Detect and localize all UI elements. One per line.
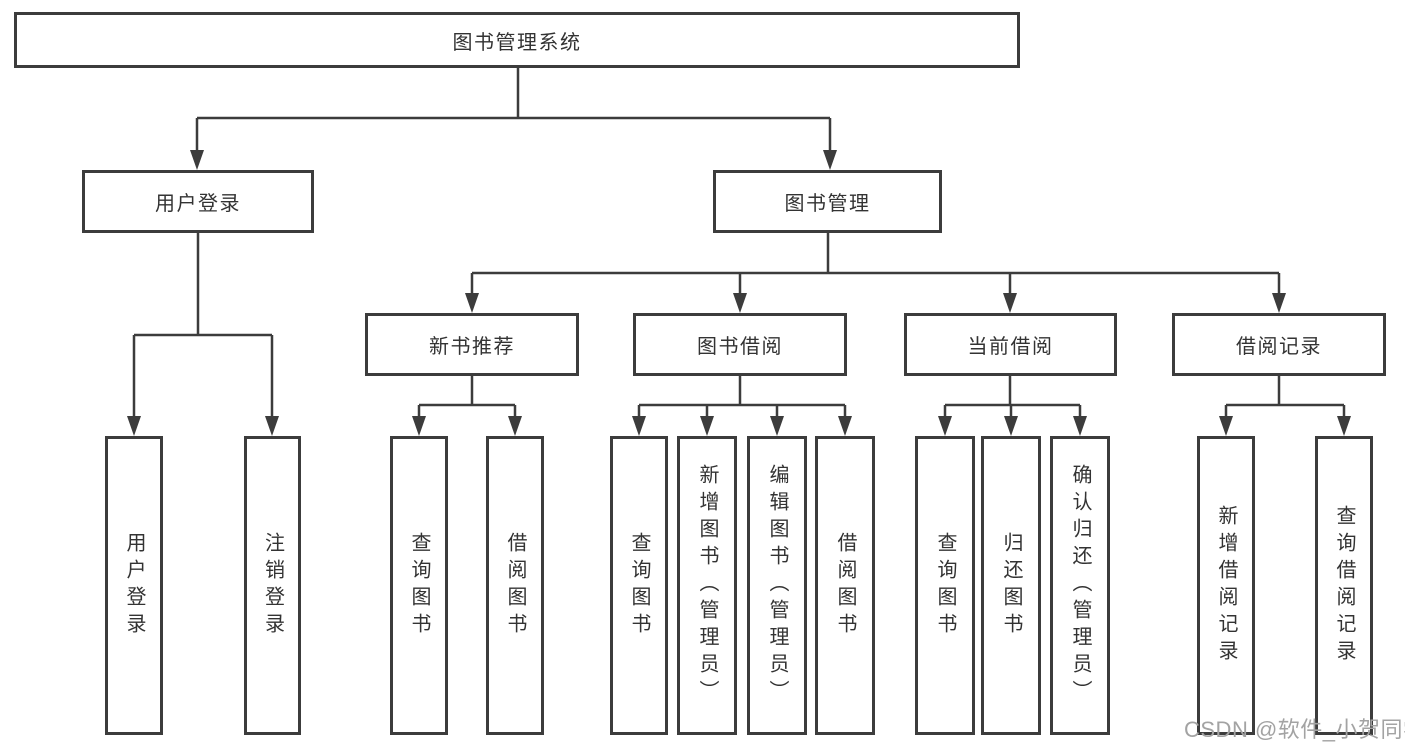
leaf-add-borrow-record: 新增借阅记录 [1197, 436, 1255, 735]
node-book-management-label: 图书管理 [784, 193, 871, 215]
leaf-logout-label: 注销登录 [261, 531, 284, 640]
leaf-query-borrow-record-label: 查询借阅记录 [1333, 504, 1355, 667]
leaf-add-book-admin-label: 新增图书（管理员） [696, 464, 718, 707]
leaf-query-books-recommend-label: 查询图书 [408, 531, 430, 640]
node-book-borrowing: 图书借阅 [633, 313, 847, 376]
leaf-return-books: 归还图书 [981, 436, 1041, 735]
node-book-borrowing-label: 图书借阅 [697, 336, 783, 358]
leaf-borrow-books-borrowing-label: 借阅图书 [834, 531, 856, 640]
leaf-user-login: 用户登录 [105, 436, 163, 735]
node-root-label: 图书管理系统 [452, 31, 582, 54]
leaf-query-borrow-record: 查询借阅记录 [1315, 436, 1373, 735]
node-borrowing-records: 借阅记录 [1172, 313, 1386, 376]
leaf-edit-book-admin: 编辑图书（管理员） [747, 436, 807, 735]
leaf-user-login-label: 用户登录 [123, 531, 145, 640]
node-new-book-recommendation-label: 新书推荐 [429, 336, 515, 358]
leaf-query-books-recommend: 查询图书 [390, 436, 448, 735]
leaf-add-book-admin: 新增图书（管理员） [677, 436, 737, 735]
watermark: CSDN @软件_小贺同学 [1184, 717, 1405, 742]
node-borrowing-records-label: 借阅记录 [1236, 336, 1322, 358]
leaf-return-books-label: 归还图书 [1000, 531, 1022, 640]
leaf-query-books-borrowing: 查询图书 [610, 436, 668, 735]
leaf-borrow-books-borrowing: 借阅图书 [815, 436, 875, 735]
leaf-query-books-current: 查询图书 [915, 436, 975, 735]
leaf-add-borrow-record-label: 新增借阅记录 [1215, 504, 1237, 667]
node-book-management: 图书管理 [713, 170, 942, 233]
leaf-query-books-borrowing-label: 查询图书 [628, 531, 650, 640]
node-current-borrowing: 当前借阅 [904, 313, 1117, 376]
leaf-logout: 注销登录 [244, 436, 301, 735]
leaf-borrow-books-recommend-label: 借阅图书 [504, 531, 526, 640]
leaf-confirm-return-admin-label: 确认归还（管理员） [1069, 464, 1091, 707]
leaf-edit-book-admin-label: 编辑图书（管理员） [766, 464, 788, 707]
leaf-confirm-return-admin: 确认归还（管理员） [1050, 436, 1110, 735]
leaf-borrow-books-recommend: 借阅图书 [486, 436, 544, 735]
node-new-book-recommendation: 新书推荐 [365, 313, 579, 376]
node-root: 图书管理系统 [14, 12, 1020, 68]
leaf-query-books-current-label: 查询图书 [934, 531, 956, 640]
node-user-login-label: 用户登录 [155, 193, 241, 215]
node-current-borrowing-label: 当前借阅 [967, 336, 1054, 358]
node-user-login: 用户登录 [82, 170, 314, 233]
